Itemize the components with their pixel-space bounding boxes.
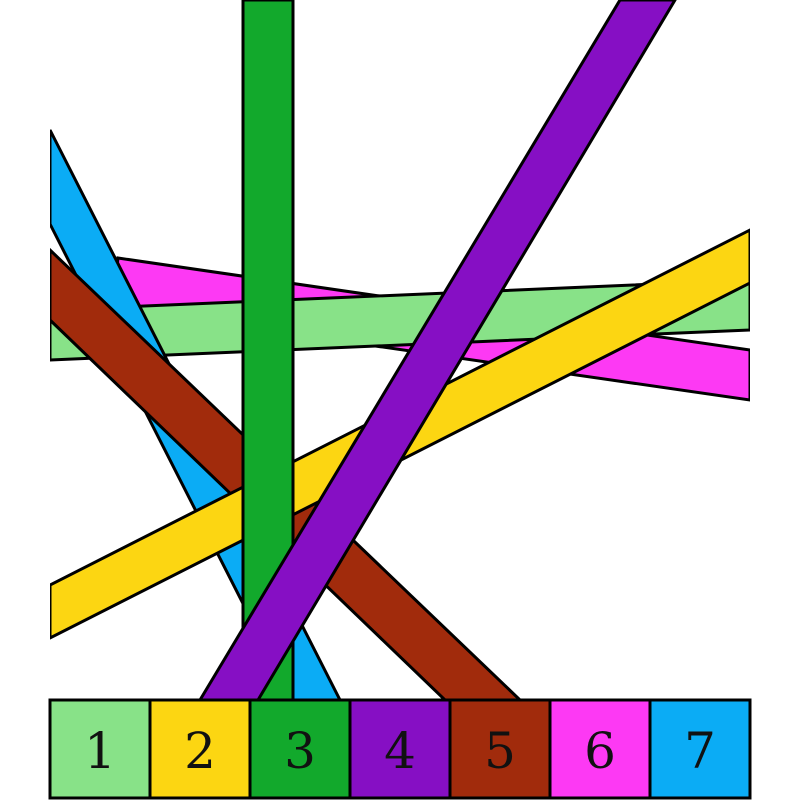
legend-cell-4: 4 [348, 698, 452, 800]
legend-label-1: 1 [84, 722, 116, 780]
legend-swatch-6 [548, 698, 652, 800]
strip-green [241, 0, 295, 700]
legend-cell-5: 5 [448, 698, 552, 800]
legend-label-6: 6 [584, 722, 616, 780]
strip-purple [198, 0, 677, 700]
legend-cell-7: 7 [648, 698, 752, 800]
strips-layer [50, 0, 750, 700]
legend-cell-2: 2 [148, 698, 252, 800]
legend-swatch-4 [348, 698, 452, 800]
legend-cell-3: 3 [248, 698, 352, 800]
legend-label-3: 3 [284, 722, 316, 780]
legend-label-2: 2 [184, 722, 216, 780]
legend-swatch-3 [248, 698, 352, 800]
legend-cell-6: 6 [548, 698, 652, 800]
strip-light-green [50, 278, 750, 362]
legend-swatch-5 [448, 698, 552, 800]
legend-cell-1: 1 [48, 698, 152, 800]
legend-label-4: 4 [384, 722, 416, 780]
legend-label-5: 5 [484, 722, 516, 780]
color-legend: 1 2 3 4 5 6 7 [48, 698, 752, 800]
legend-swatch-7 [648, 698, 752, 800]
legend-label-7: 7 [684, 722, 716, 780]
